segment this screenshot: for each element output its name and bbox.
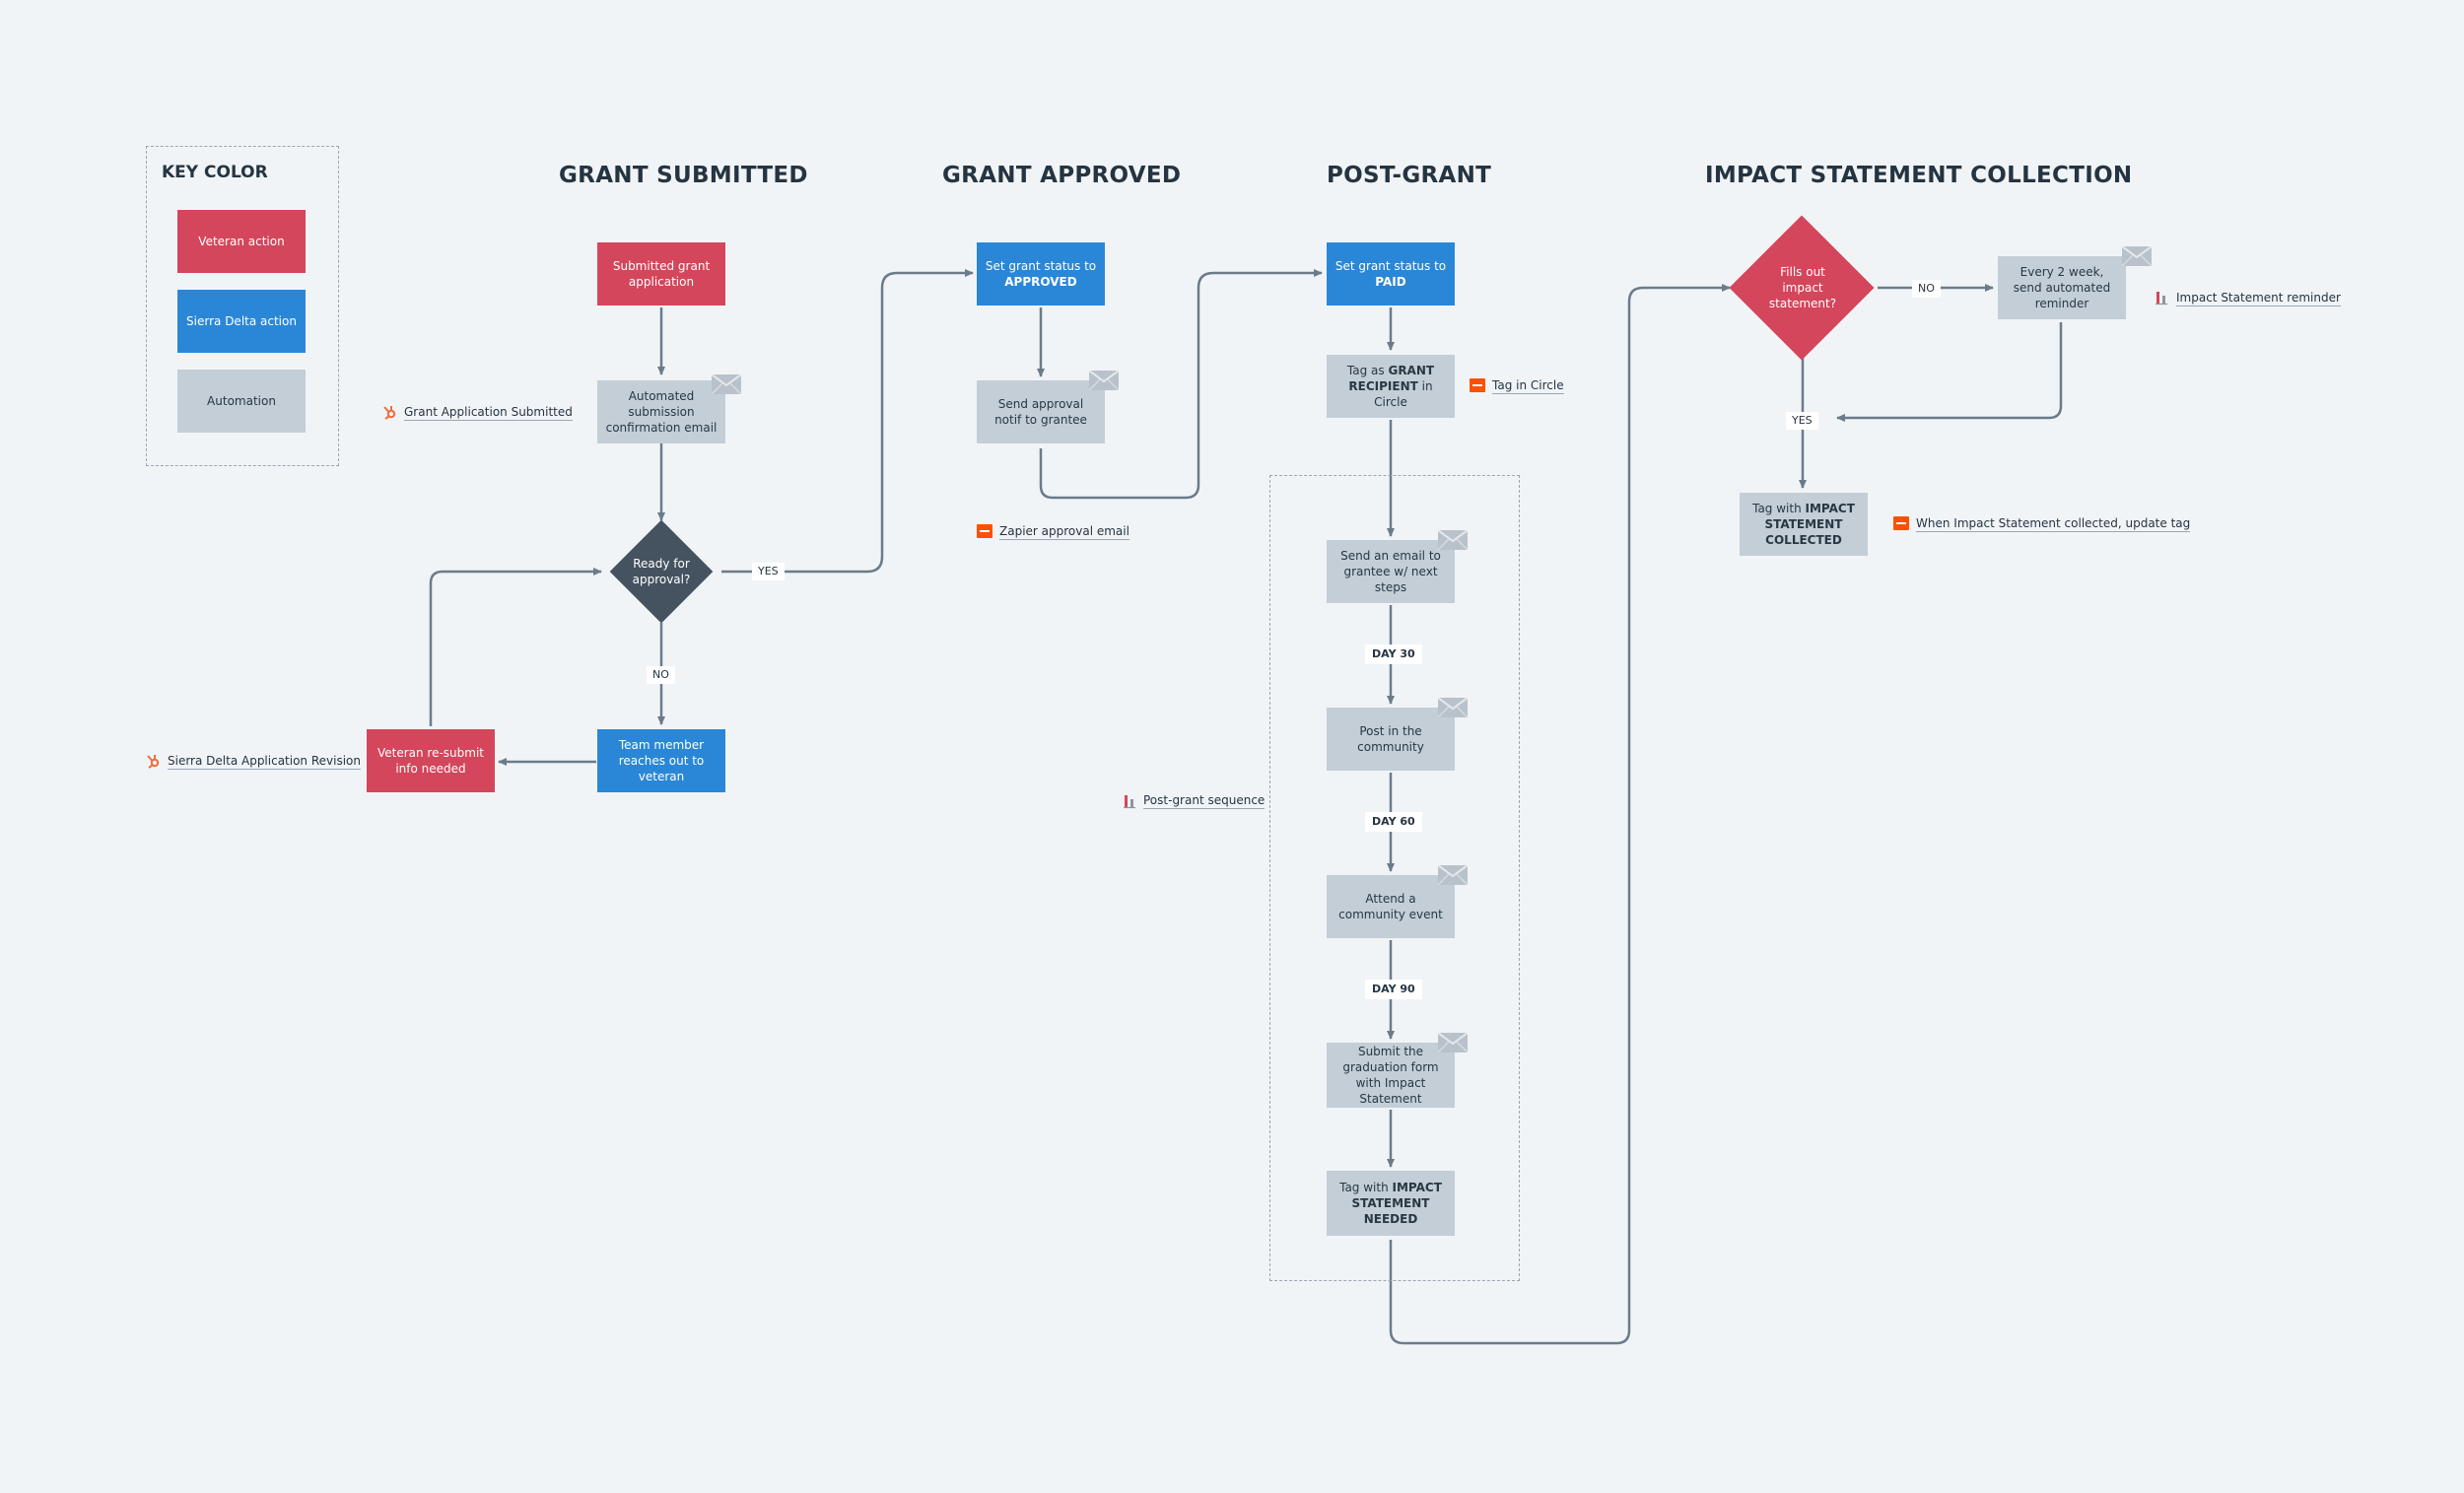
node-tag-impact-needed[interactable]: Tag with IMPACT STATEMENT NEEDED bbox=[1327, 1171, 1455, 1236]
node-post-in-community[interactable]: Post in the community bbox=[1327, 708, 1455, 771]
day-label-90: DAY 90 bbox=[1365, 980, 1422, 999]
key-veteran-swatch: Veteran action bbox=[177, 210, 306, 273]
node-email-next-steps[interactable]: Send an email to grantee w/ next steps bbox=[1327, 540, 1455, 603]
key-automation-swatch: Automation bbox=[177, 370, 306, 433]
node-attend-community-event[interactable]: Attend a community event bbox=[1327, 875, 1455, 938]
envelope-icon bbox=[2122, 246, 2152, 266]
edge-reminder-back bbox=[1836, 322, 2063, 422]
tag-recipient-pre: Tag as bbox=[1346, 364, 1385, 377]
tag-needed-pre: Tag with bbox=[1339, 1181, 1389, 1194]
node-automated-confirmation-email[interactable]: Automated submission confirmation email bbox=[597, 380, 725, 443]
tag-needed-bold: IMPACT STATEMENT NEEDED bbox=[1351, 1181, 1442, 1226]
tag-recipient-post: in Circle bbox=[1374, 379, 1433, 409]
ref-grant-application-submitted[interactable]: Grant Application Submitted bbox=[404, 405, 573, 421]
node-team-member-reaches-out[interactable]: Team member reaches out to veteran bbox=[597, 729, 725, 792]
envelope-icon bbox=[1438, 865, 1468, 885]
node-submitted-grant-application[interactable]: Submitted grant application bbox=[597, 242, 725, 305]
edge-label-fills-yes: YES bbox=[1786, 412, 1818, 430]
hubspot-icon bbox=[383, 406, 396, 420]
node-submit-graduation-form[interactable]: Submit the graduation form with Impact S… bbox=[1327, 1043, 1455, 1108]
ref-impact-collected-update-tag[interactable]: When Impact Statement collected, update … bbox=[1916, 516, 2191, 532]
key-sierra-swatch: Sierra Delta action bbox=[177, 290, 306, 353]
ref-sierra-delta-application-revision[interactable]: Sierra Delta Application Revision bbox=[168, 754, 362, 770]
key-title: KEY COLOR bbox=[162, 163, 268, 182]
column-title-grant-submitted: GRANT SUBMITTED bbox=[559, 163, 808, 188]
set-paid-bold: PAID bbox=[1375, 275, 1406, 289]
edge-resubmit-to-ready bbox=[429, 568, 602, 726]
edge-tag-to-fills bbox=[1389, 284, 1731, 1345]
node-tag-impact-collected[interactable]: Tag with IMPACT STATEMENT COLLECTED bbox=[1740, 493, 1868, 556]
edge-label-fills-no: NO bbox=[1912, 280, 1941, 298]
key-color-legend bbox=[146, 146, 339, 466]
edge-ready-yes-to-approved bbox=[721, 269, 974, 574]
decision-ready-label: Ready for approval? bbox=[632, 557, 691, 586]
edge-label-ready-yes: YES bbox=[752, 563, 785, 580]
zapier-icon bbox=[1893, 516, 1909, 530]
set-paid-text: Set grant status to bbox=[1335, 259, 1447, 273]
hubspot-icon bbox=[147, 755, 160, 769]
envelope-icon bbox=[1438, 530, 1468, 550]
envelope-icon bbox=[1438, 698, 1468, 717]
edge-notif-to-paid bbox=[1039, 269, 1323, 500]
ref-post-grant-sequence[interactable]: Post-grant sequence bbox=[1143, 793, 1266, 809]
node-every-2-week-reminder[interactable]: Every 2 week, send automated reminder bbox=[1998, 256, 2126, 319]
tag-collected-pre: Tag with bbox=[1752, 502, 1802, 515]
ref-impact-statement-reminder[interactable]: Impact Statement reminder bbox=[2176, 291, 2341, 306]
tag-recipient-bold: GRANT RECIPIENT bbox=[1348, 364, 1435, 393]
envelope-icon bbox=[1438, 1033, 1468, 1052]
node-veteran-resubmit-info[interactable]: Veteran re-submit info needed bbox=[367, 729, 495, 792]
node-tag-grant-recipient[interactable]: Tag as GRANT RECIPIENT in Circle bbox=[1327, 355, 1455, 418]
post-grant-sequence-frame bbox=[1269, 475, 1520, 1281]
set-approved-text: Set grant status to bbox=[985, 259, 1097, 273]
set-approved-bold: APPROVED bbox=[1004, 275, 1077, 289]
zapier-icon bbox=[977, 524, 992, 538]
column-title-impact-statement: IMPACT STATEMENT COLLECTION bbox=[1705, 163, 2133, 188]
node-set-status-paid[interactable]: Set grant status to PAID bbox=[1327, 242, 1455, 305]
edge-label-ready-no: NO bbox=[647, 666, 675, 684]
node-send-approval-notif[interactable]: Send approval notif to grantee bbox=[977, 380, 1105, 443]
column-title-post-grant: POST-GRANT bbox=[1327, 163, 1492, 188]
column-title-grant-approved: GRANT APPROVED bbox=[942, 163, 1182, 188]
decision-fills-out-label: Fills out impact statement? bbox=[1768, 265, 1837, 310]
ref-tag-in-circle[interactable]: Tag in Circle bbox=[1492, 378, 1564, 394]
tag-collected-bold: IMPACT STATEMENT COLLECTED bbox=[1764, 502, 1855, 547]
envelope-icon bbox=[1089, 371, 1119, 390]
sequence-icon bbox=[2156, 292, 2167, 305]
ref-zapier-approval-email[interactable]: Zapier approval email bbox=[999, 524, 1129, 540]
envelope-icon bbox=[712, 374, 741, 394]
zapier-icon bbox=[1470, 378, 1485, 392]
day-label-30: DAY 30 bbox=[1365, 645, 1422, 664]
node-set-status-approved[interactable]: Set grant status to APPROVED bbox=[977, 242, 1105, 305]
sequence-icon bbox=[1124, 795, 1135, 809]
day-label-60: DAY 60 bbox=[1365, 812, 1422, 832]
